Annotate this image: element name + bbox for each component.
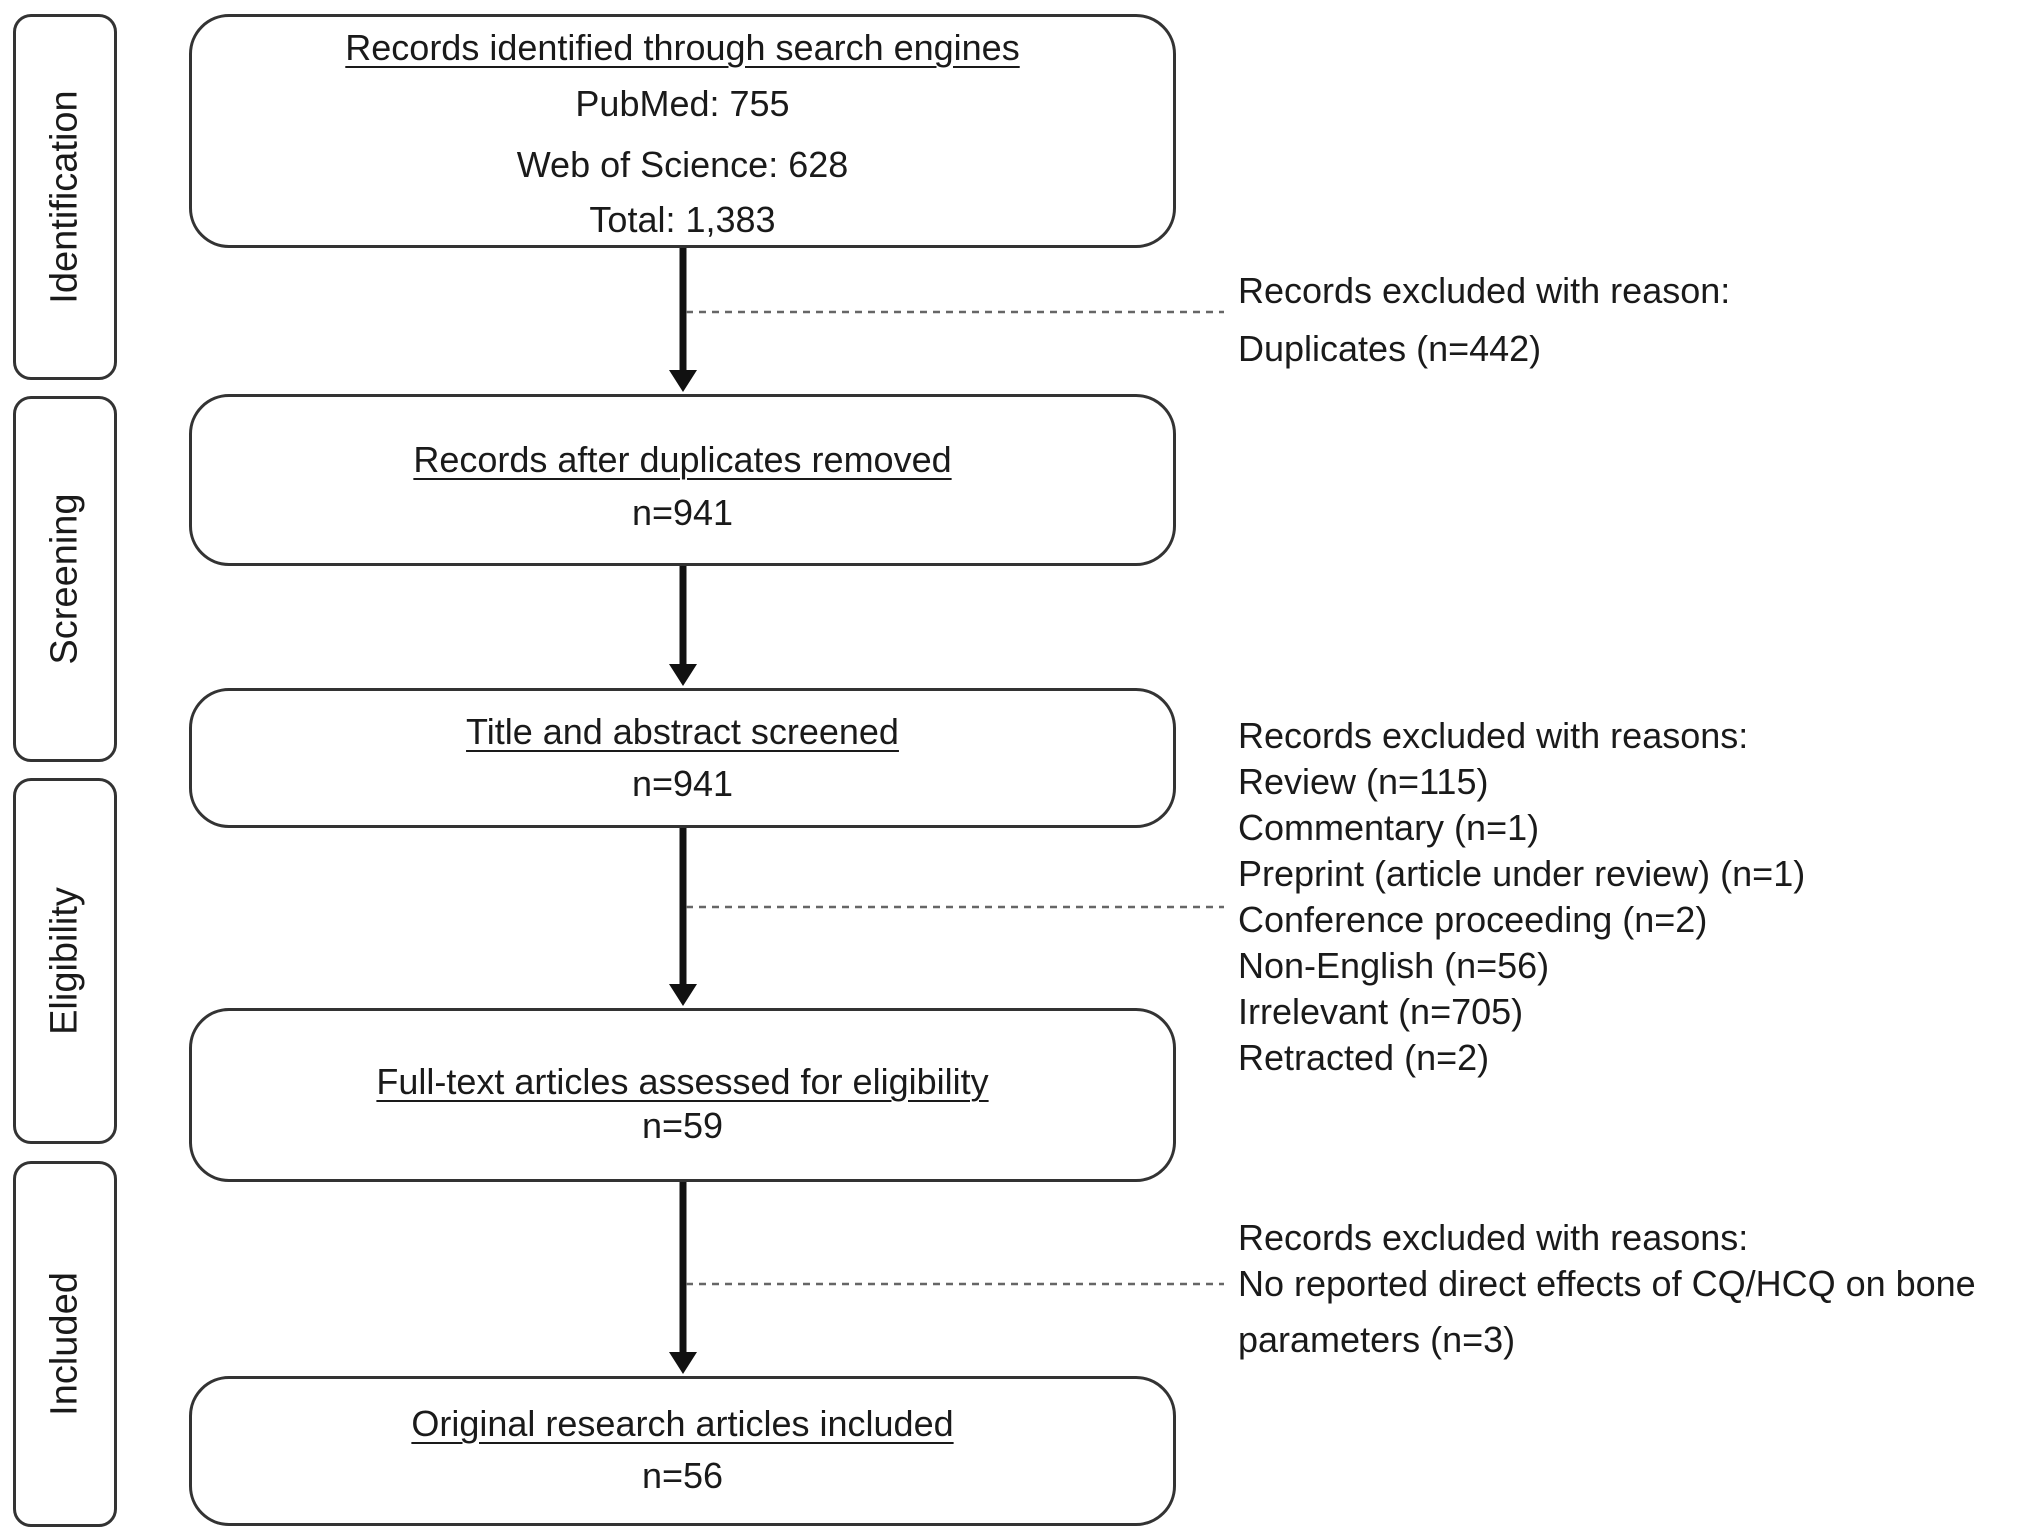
arrowhead-4 (669, 1352, 697, 1374)
box-full-text-assessed: Full-text articles assessed for eligibil… (189, 1008, 1176, 1182)
box-title: Full-text articles assessed for eligibil… (376, 1061, 989, 1102)
box-line: Web of Science: 628 (516, 144, 849, 185)
box-line: n=59 (641, 1105, 724, 1146)
exclusion-item: Retracted (n=2) (1238, 1037, 1490, 1078)
box-title: Original research articles included (411, 1403, 954, 1444)
exclusion-heading: Records excluded with reasons: (1238, 1217, 1749, 1258)
exclusion-item: parameters (n=3) (1238, 1319, 1516, 1360)
box-title: Records after duplicates removed (413, 439, 952, 480)
stage-included: Included (13, 1161, 117, 1527)
stage-label-text: Screening (43, 493, 86, 665)
exclusion-item: Conference proceeding (n=2) (1238, 899, 1708, 940)
box-line: PubMed: 755 (575, 83, 790, 124)
stage-eligibility: Eligibility (13, 778, 117, 1144)
box-after-duplicates: Records after duplicates removed n=941 (189, 394, 1176, 566)
box-records-identified: Records identified through search engine… (189, 14, 1176, 248)
exclusion-item: No reported direct effects of CQ/HCQ on … (1238, 1263, 1976, 1304)
exclusion-item: Preprint (article under review) (n=1) (1238, 853, 1806, 894)
arrowhead-2 (669, 664, 697, 686)
stage-screening: Screening (13, 396, 117, 762)
stage-identification: Identification (13, 14, 117, 380)
exclusion-item: Duplicates (n=442) (1238, 328, 1542, 369)
box-title: Records identified through search engine… (345, 27, 1020, 68)
box-line: Total: 1,383 (589, 199, 776, 240)
exclusion-heading: Records excluded with reason: (1238, 270, 1731, 311)
stage-label-text: Included (43, 1272, 86, 1416)
arrowhead-1 (669, 370, 697, 392)
box-line: n=941 (631, 763, 734, 804)
box-title-abstract-screened: Title and abstract screened n=941 (189, 688, 1176, 828)
box-line: n=56 (641, 1455, 724, 1496)
exclusion-item: Irrelevant (n=705) (1238, 991, 1524, 1032)
exclusion-duplicates: Records excluded with reason: Duplicates… (1238, 262, 1730, 378)
exclusion-item: Non-English (n=56) (1238, 945, 1550, 986)
box-title: Title and abstract screened (466, 711, 899, 752)
exclusion-item: Commentary (n=1) (1238, 807, 1540, 848)
box-included: Original research articles included n=56 (189, 1376, 1176, 1526)
exclusion-eligibility: Records excluded with reasons: No report… (1238, 1210, 1976, 1368)
exclusion-heading: Records excluded with reasons: (1238, 715, 1749, 756)
box-line: n=941 (631, 492, 734, 533)
exclusion-screening: Records excluded with reasons: Review (n… (1238, 713, 1805, 1081)
stage-label-text: Identification (43, 90, 86, 304)
arrowhead-3 (669, 984, 697, 1006)
exclusion-item: Review (n=115) (1238, 761, 1489, 802)
stage-label-text: Eligibility (43, 887, 86, 1035)
